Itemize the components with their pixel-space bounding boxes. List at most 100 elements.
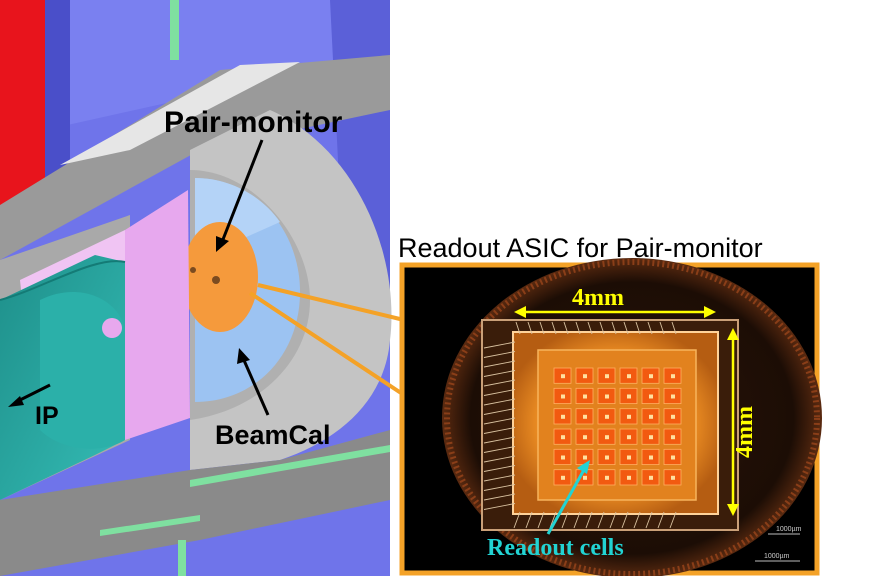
width-arrowhead-right [704, 306, 716, 318]
connector-line-lower [248, 291, 406, 397]
bond-wire [483, 503, 516, 510]
frame-panel-upper [45, 0, 390, 130]
connector-line-upper [257, 283, 405, 322]
readout-cell-pad [561, 435, 565, 440]
green-rail-bottom-1 [190, 445, 390, 487]
bond-wire [483, 408, 516, 415]
bond-wire [483, 446, 516, 453]
ip-label: IP [35, 402, 59, 430]
ip-arrow [15, 383, 51, 404]
bond-wire [483, 379, 516, 387]
readout-cell-pad [627, 475, 631, 480]
bond-wire [645, 511, 653, 529]
readout-cell-pad [649, 435, 653, 440]
bond-wires [483, 321, 677, 529]
beam-pipe-hole [102, 318, 122, 338]
pair-monitor-arrowhead [216, 236, 229, 252]
height-arrowhead-top [727, 328, 739, 340]
readout-cell-pad [561, 414, 565, 419]
detector-view: Pair-monitor BeamCal IP [0, 0, 392, 576]
readout-cell-pad [561, 455, 565, 460]
red-block [0, 0, 45, 205]
readout-cell-pad [627, 374, 631, 379]
bond-wire [671, 321, 677, 335]
asic-title: Readout ASIC for Pair-monitor [398, 233, 763, 263]
readout-cell-pad [627, 455, 631, 460]
height-dimension-label: 4mm [732, 406, 758, 458]
readout-cell-pad [605, 374, 609, 379]
bond-wire [561, 511, 569, 529]
readout-cell-pad [649, 414, 653, 419]
bond-wire [575, 321, 581, 335]
readout-cell-pad [583, 414, 587, 419]
readout-cell-pad [561, 475, 565, 480]
beamcal-arrow [241, 357, 270, 416]
readout-cells-arrowhead [577, 460, 590, 474]
readout-cell-pad [627, 435, 631, 440]
bond-wire [633, 511, 641, 529]
readout-cell-pad [649, 374, 653, 379]
bond-wire [585, 511, 593, 529]
green-rail-vertical [170, 0, 179, 60]
bond-wire [483, 370, 516, 377]
bond-wire [483, 360, 516, 368]
bond-wire [483, 484, 516, 491]
bond-wire [537, 511, 545, 529]
readout-cell-pad [671, 394, 675, 399]
readout-cell-pad [649, 455, 653, 460]
bond-wire [551, 321, 557, 335]
readout-cell-pad [671, 455, 675, 460]
bond-wire [525, 511, 533, 529]
pair-monitor-label: Pair-monitor [164, 106, 343, 139]
bond-wire [483, 436, 516, 444]
beam-hole-2 [190, 267, 196, 273]
asic-inset: 4mm 4mm Readout cells 1000µm 1000µm [399, 258, 822, 576]
readout-cell-pad [605, 475, 609, 480]
width-dimension-label: 4mm [572, 285, 624, 311]
bond-wire [515, 321, 521, 335]
readout-cell-pad [605, 435, 609, 440]
bond-wire [527, 321, 533, 335]
pair-monitor-arrow [220, 139, 264, 243]
green-rail-bottom-3 [178, 540, 186, 576]
bond-wire [599, 321, 605, 335]
red-block-shadow [45, 0, 70, 205]
bond-wire [483, 427, 516, 434]
bond-wire [483, 465, 516, 472]
bond-wire [483, 398, 516, 406]
readout-cell-pad [561, 394, 565, 399]
bond-wire [573, 511, 581, 529]
green-rail-bottom-2 [100, 515, 200, 536]
bond-wire [483, 389, 516, 396]
readout-cell-pad [605, 455, 609, 460]
bond-wire [549, 511, 557, 529]
beam-hole-1 [212, 276, 220, 284]
chamber-top-face [60, 62, 300, 165]
pair-monitor-disk [182, 222, 258, 332]
bond-wire [635, 321, 641, 335]
readout-cell-pad [671, 374, 675, 379]
beam-pipe-edge [0, 260, 126, 301]
width-arrowhead-left [514, 306, 526, 318]
scale-bar-1-label: 1000µm [776, 526, 802, 533]
bond-wire [647, 321, 653, 335]
bond-wire [539, 321, 545, 335]
bond-wire [669, 511, 677, 529]
bond-wire [483, 455, 516, 463]
readout-cell-pad [605, 414, 609, 419]
bond-wire [621, 511, 629, 529]
readout-cell-pad [671, 475, 675, 480]
bond-wire [483, 341, 516, 349]
bond-wire [609, 511, 617, 529]
scale-bar-2-label: 1000µm [764, 553, 790, 560]
bond-wire [623, 321, 629, 335]
readout-cell-pad [583, 435, 587, 440]
bond-wire [483, 417, 516, 425]
chamber-top [0, 55, 390, 260]
bond-wire [483, 474, 516, 482]
bond-wire [659, 321, 665, 335]
readout-cell-pad [627, 394, 631, 399]
readout-cell-pad [583, 394, 587, 399]
readout-cells-label: Readout cells [487, 535, 624, 561]
